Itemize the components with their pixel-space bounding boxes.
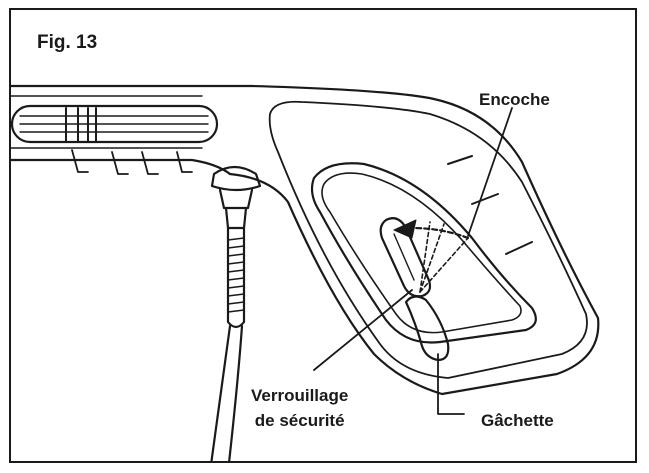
safety-lock-label-line2: de sécurité (254, 411, 345, 430)
trigger-guard (310, 162, 537, 344)
hose (210, 324, 232, 461)
barrel-slot (11, 104, 219, 144)
gun-barrel (11, 84, 436, 101)
safety-lock-label-line1: Verrouillage (251, 386, 349, 405)
figure-frame: Fig. 13 Encoche Verrouillage de sécurité… (9, 8, 637, 463)
leader-notch (467, 107, 513, 237)
safety-lock (379, 217, 432, 298)
spray-gun-illustration (11, 84, 600, 461)
hose-fitting (210, 165, 262, 192)
leader-lock (313, 289, 413, 371)
gun-handle (228, 97, 600, 396)
trigger-label: Gâchette (481, 411, 554, 430)
trigger (404, 295, 450, 362)
safety-lock-label: Verrouillage de sécurité (251, 383, 348, 433)
gun-barrel-lower (11, 158, 232, 176)
figure-title: Fig. 13 (37, 32, 98, 53)
notch-label: Encoche (479, 90, 550, 109)
leader-trigger (437, 353, 465, 415)
